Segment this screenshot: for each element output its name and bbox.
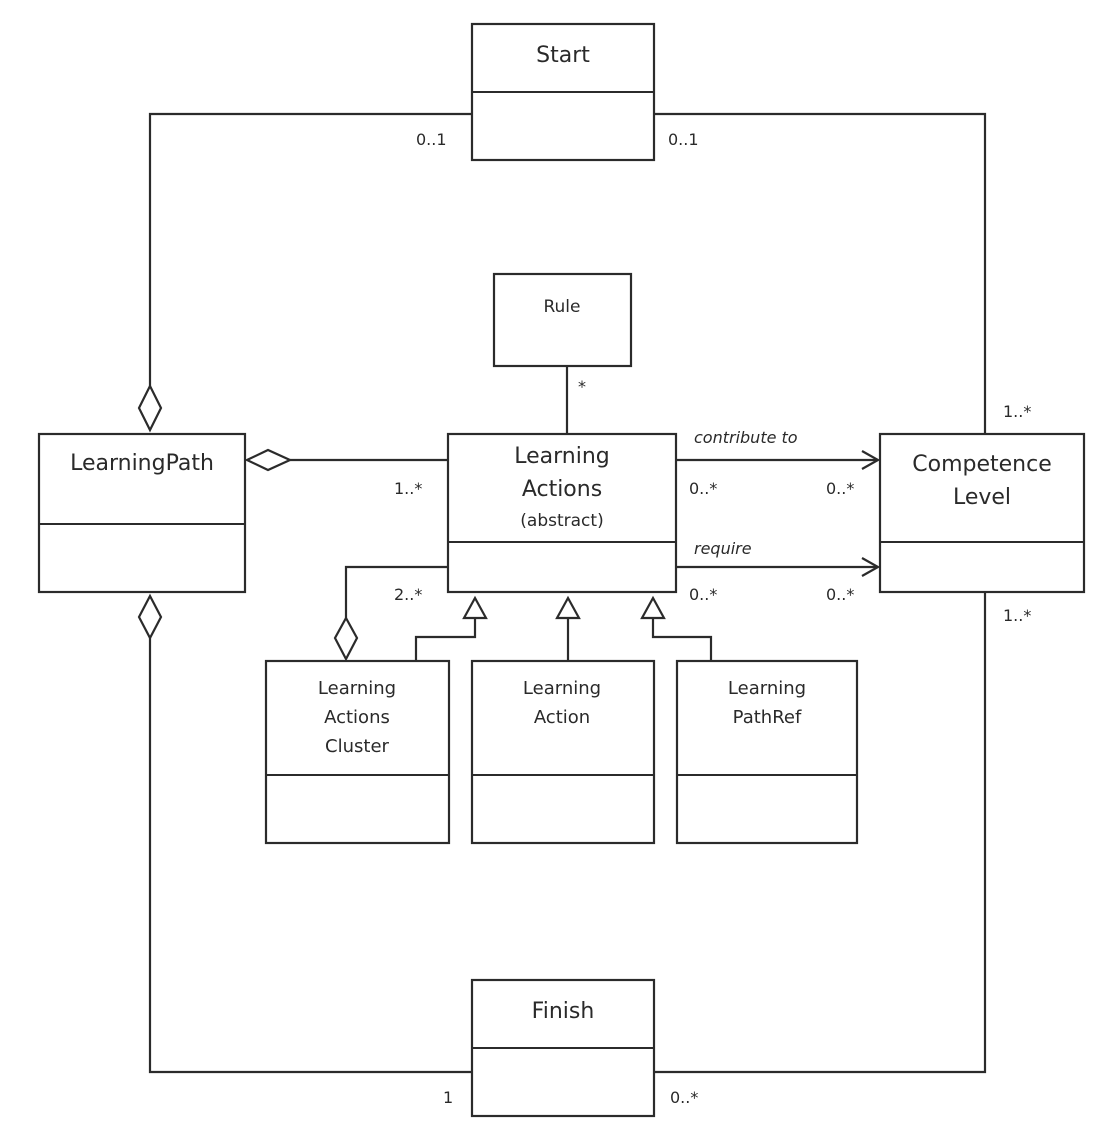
generalization-pathref-line [651,618,713,661]
class-learning-actions-name-line2: Actions [522,477,602,502]
class-learning-actions-cluster[interactable]: Learning Actions Cluster [264,659,451,845]
finish-right-multiplicity: 0..* [670,1088,698,1107]
contribute-to-role: contribute to [694,428,798,447]
start-left-multiplicity: 0..1 [416,130,447,149]
class-path-ref-name-line1: Learning [728,678,806,699]
class-competence-level-name-line1: Competence [912,452,1052,477]
class-competence-level-name-line2: Level [953,485,1011,510]
class-learning-action[interactable]: Learning Action [470,659,656,845]
contribute-source-multiplicity: 0..* [689,479,717,498]
class-cluster-name-line3: Cluster [325,736,389,757]
path-actions-multiplicity: 1..* [394,479,422,498]
start-right-multiplicity: 0..1 [668,130,699,149]
class-learning-actions[interactable]: Learning Actions (abstract) [446,432,678,594]
class-rule-name: Rule [543,297,580,317]
generalization-triangle-action [555,595,581,620]
class-learning-action-name-line1: Learning [523,678,601,699]
class-learning-actions-stereotype: (abstract) [520,511,603,531]
contribute-target-multiplicity: 0..* [826,479,854,498]
generalization-triangle-pathref [640,595,666,620]
class-start-name: Start [536,43,590,68]
require-role: require [694,539,752,558]
competence-bottom-multiplicity: 1..* [1003,606,1031,625]
rule-multiplicity: * [578,377,586,396]
contribute-to-arrowhead [861,450,881,470]
generalization-triangle-cluster [462,595,488,620]
cluster-multiplicity: 2..* [394,585,422,604]
aggregation-diamond-top [137,383,163,433]
class-cluster-name-line2: Actions [324,707,390,728]
class-cluster-name-line1: Learning [318,678,396,699]
finish-left-multiplicity: 1 [443,1088,453,1107]
aggregation-diamond-bottom [137,593,163,641]
class-finish-name: Finish [532,999,595,1024]
class-competence-level[interactable]: Competence Level [878,432,1086,594]
require-target-multiplicity: 0..* [826,585,854,604]
require-source-multiplicity: 0..* [689,585,717,604]
class-finish[interactable]: Finish [470,978,656,1118]
require-arrowhead [861,557,881,577]
aggregation-diamond-cluster [333,615,359,662]
class-learning-action-name-line2: Action [534,707,590,728]
class-learning-path-name: LearningPath [70,451,214,476]
aggregation-diamond-right [244,448,293,472]
path-finish-line [148,638,472,1074]
class-rule[interactable]: Rule [492,272,633,368]
class-path-ref-name-line2: PathRef [733,707,802,728]
class-learning-path[interactable]: LearningPath [37,432,247,594]
class-learning-path-ref[interactable]: Learning PathRef [675,659,859,845]
path-start-line [148,112,472,386]
class-start[interactable]: Start [470,22,656,162]
start-competence-line [654,112,987,434]
finish-competence-line [654,592,987,1074]
generalization-cluster-line [414,618,477,661]
class-learning-actions-name-line1: Learning [514,444,610,469]
competence-top-multiplicity: 1..* [1003,402,1031,421]
cluster-actions-line [344,565,448,618]
